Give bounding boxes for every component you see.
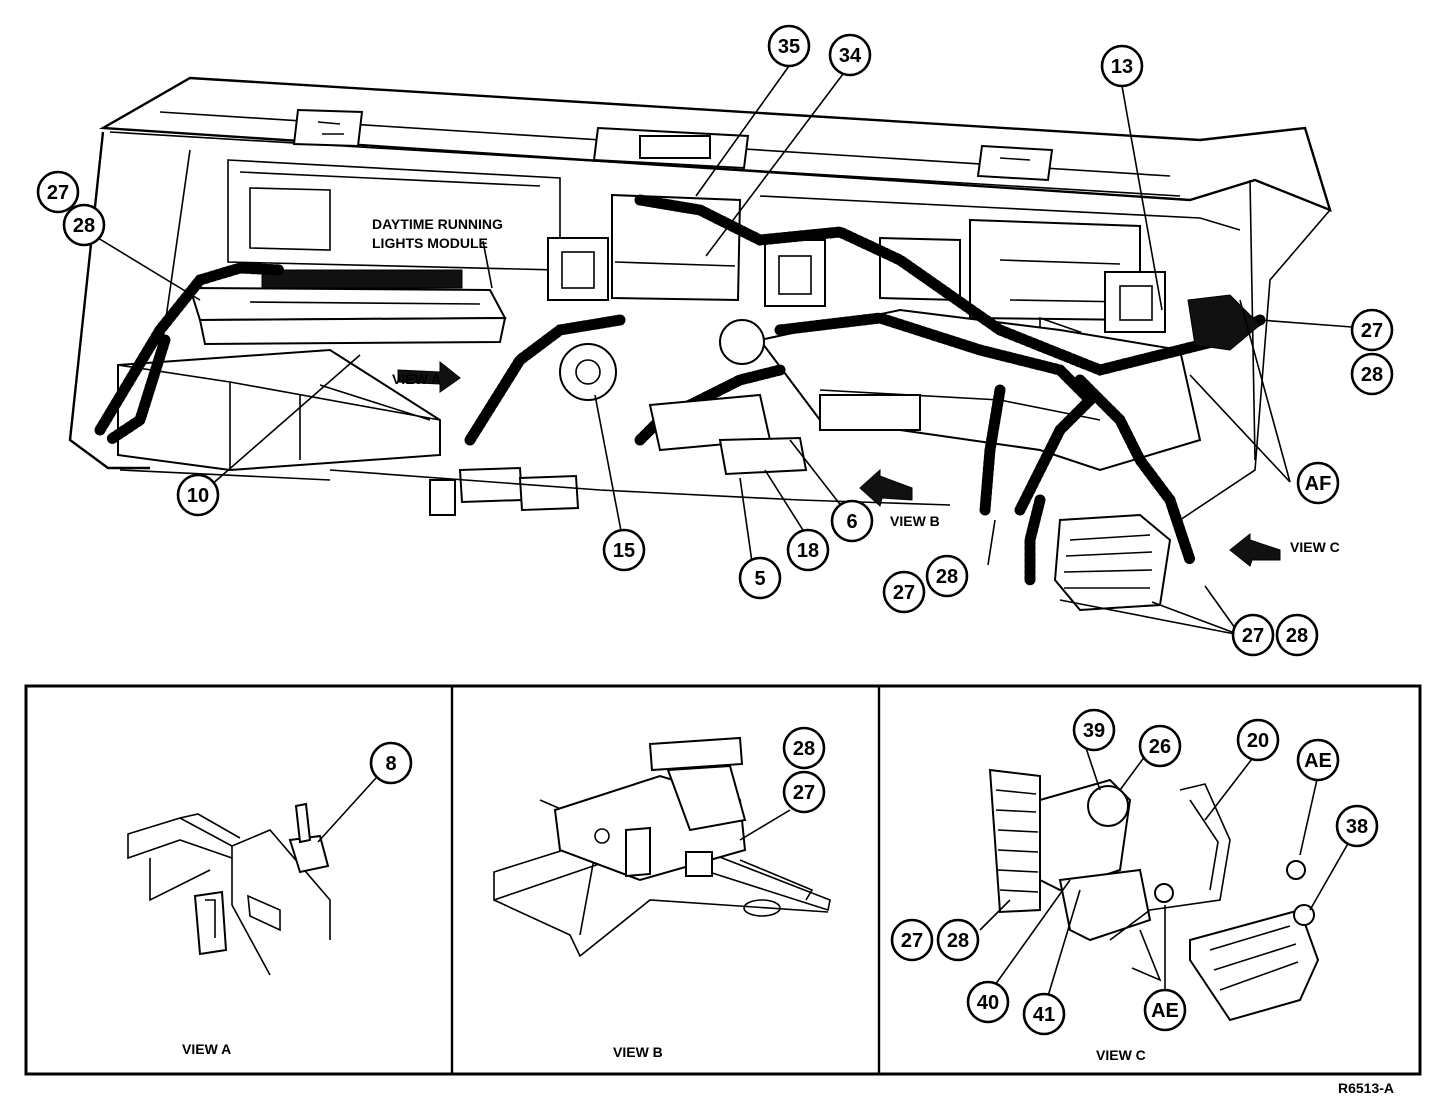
- svg-text:27: 27: [1361, 320, 1383, 342]
- instrument-panel-illustration: [68, 76, 1332, 612]
- svg-text:20: 20: [1247, 730, 1269, 752]
- svg-text:27: 27: [47, 182, 69, 204]
- svg-text:27: 27: [901, 930, 923, 952]
- svg-text:28: 28: [793, 738, 815, 760]
- view-a-caption: VIEW A: [182, 1041, 231, 1057]
- svg-text:13: 13: [1111, 56, 1133, 78]
- callout-35: 35: [767, 24, 811, 68]
- callout-28-left: 28: [62, 203, 106, 247]
- callout-27-left: 27: [36, 170, 80, 214]
- callout-28-bottom: 28: [925, 554, 969, 598]
- view-c-callout-ae-bottom: AE: [1143, 988, 1187, 1032]
- svg-text:28: 28: [73, 215, 95, 237]
- figure-id: R6513-A: [1338, 1080, 1394, 1096]
- svg-text:18: 18: [797, 540, 819, 562]
- svg-text:34: 34: [839, 45, 862, 67]
- svg-text:28: 28: [1286, 625, 1308, 647]
- detail-panels-frame: [24, 684, 1422, 1076]
- svg-text:AE: AE: [1151, 1000, 1179, 1022]
- callout-18: 18: [786, 528, 830, 572]
- callout-15: 15: [602, 528, 646, 572]
- view-c-callout-20: 20: [1236, 718, 1280, 762]
- view-c-arrow-icon: [1229, 532, 1281, 567]
- callout-af: AF: [1296, 461, 1340, 505]
- view-a-pointer-label: VIEW A: [392, 371, 441, 387]
- view-c-pointer-label: VIEW C: [1290, 539, 1340, 555]
- svg-text:28: 28: [1361, 364, 1383, 386]
- callout-34: 34: [828, 33, 872, 77]
- callout-27-right: 27: [1350, 308, 1394, 352]
- callout-8: 8: [369, 741, 413, 785]
- leader-lines-main: [97, 65, 1353, 636]
- view-c-callout-28: 28: [936, 918, 980, 962]
- view-b-callout-28: 28: [782, 726, 826, 770]
- view-arrows: [397, 360, 1281, 567]
- svg-text:8: 8: [385, 753, 396, 775]
- svg-text:5: 5: [754, 568, 765, 590]
- callout-28-right: 28: [1350, 352, 1394, 396]
- svg-text:39: 39: [1083, 720, 1105, 742]
- svg-text:10: 10: [187, 485, 209, 507]
- view-a-arrow-icon: [397, 360, 461, 393]
- svg-text:28: 28: [947, 930, 969, 952]
- svg-text:27: 27: [1242, 625, 1264, 647]
- drl-module-label-line2: LIGHTS MODULE: [372, 235, 488, 251]
- callout-27-bottom: 27: [882, 570, 926, 614]
- view-c-callout-27: 27: [890, 918, 934, 962]
- callout-13: 13: [1100, 44, 1144, 88]
- svg-text:27: 27: [793, 782, 815, 804]
- view-a-panel: [127, 777, 377, 976]
- view-c-callout-38: 38: [1335, 804, 1379, 848]
- view-b-callout-27: 27: [782, 770, 826, 814]
- view-c-callout-ae-top: AE: [1296, 738, 1340, 782]
- svg-text:28: 28: [936, 566, 958, 588]
- svg-text:6: 6: [846, 511, 857, 533]
- view-c-callout-40: 40: [966, 980, 1010, 1024]
- view-c-panel: [979, 744, 1351, 1022]
- callout-28-bottom-right: 28: [1275, 613, 1319, 657]
- svg-text:AF: AF: [1305, 473, 1332, 495]
- svg-text:38: 38: [1346, 816, 1368, 838]
- callout-5: 5: [738, 556, 782, 600]
- view-c-callout-39: 39: [1072, 708, 1116, 752]
- view-b-panel: [493, 736, 831, 958]
- svg-text:41: 41: [1033, 1004, 1055, 1026]
- drl-module-label-line1: DAYTIME RUNNING: [372, 216, 503, 232]
- callout-27-bottom-right: 27: [1231, 613, 1275, 657]
- callout-6: 6: [830, 499, 874, 543]
- svg-text:35: 35: [778, 36, 800, 58]
- svg-text:15: 15: [613, 540, 635, 562]
- view-c-callout-26: 26: [1138, 724, 1182, 768]
- view-b-caption: VIEW B: [613, 1044, 663, 1060]
- svg-text:26: 26: [1149, 736, 1171, 758]
- svg-text:40: 40: [977, 992, 999, 1014]
- view-c-callout-41: 41: [1022, 992, 1066, 1036]
- view-b-arrow-icon: [859, 468, 913, 507]
- view-b-pointer-label: VIEW B: [890, 513, 940, 529]
- svg-text:27: 27: [893, 582, 915, 604]
- svg-text:AE: AE: [1304, 750, 1332, 772]
- view-c-caption: VIEW C: [1096, 1047, 1146, 1063]
- callout-10: 10: [176, 473, 220, 517]
